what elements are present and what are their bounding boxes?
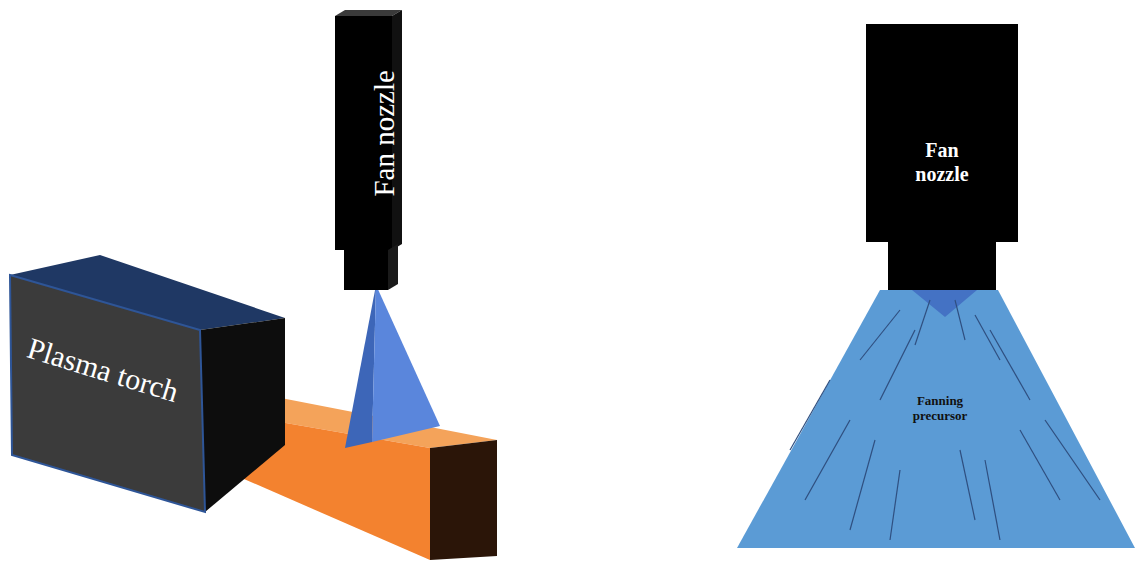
spray-streak xyxy=(850,440,875,530)
spray-streak xyxy=(960,450,975,520)
spray-streak xyxy=(990,330,1030,400)
spray-streak xyxy=(890,470,900,540)
spray-side xyxy=(345,285,376,448)
node-label: Fanning precursor xyxy=(905,393,975,424)
plasma-beam-end xyxy=(430,440,497,560)
node-label: Fan nozzle xyxy=(897,138,987,186)
spray-streak xyxy=(955,300,965,340)
spray-streak xyxy=(880,330,915,400)
torch-block: Plasma torch xyxy=(5,250,290,520)
spray-streak xyxy=(790,380,830,450)
spray-streak xyxy=(975,315,1000,360)
nozzle-block: Fan nozzle xyxy=(866,24,1018,292)
fanning-spray: Fanning precursor xyxy=(737,290,1135,548)
spray-streak xyxy=(805,420,850,500)
nozzle-block: Fan nozzle xyxy=(330,8,408,293)
spray-streak xyxy=(985,460,1000,540)
node-label: Fan nozzle xyxy=(367,70,402,196)
spray-streak xyxy=(915,300,930,345)
spray-triangle xyxy=(372,285,440,442)
spray-streak xyxy=(860,310,900,360)
spray-streak xyxy=(1045,420,1100,500)
spray-streak xyxy=(1020,430,1060,500)
